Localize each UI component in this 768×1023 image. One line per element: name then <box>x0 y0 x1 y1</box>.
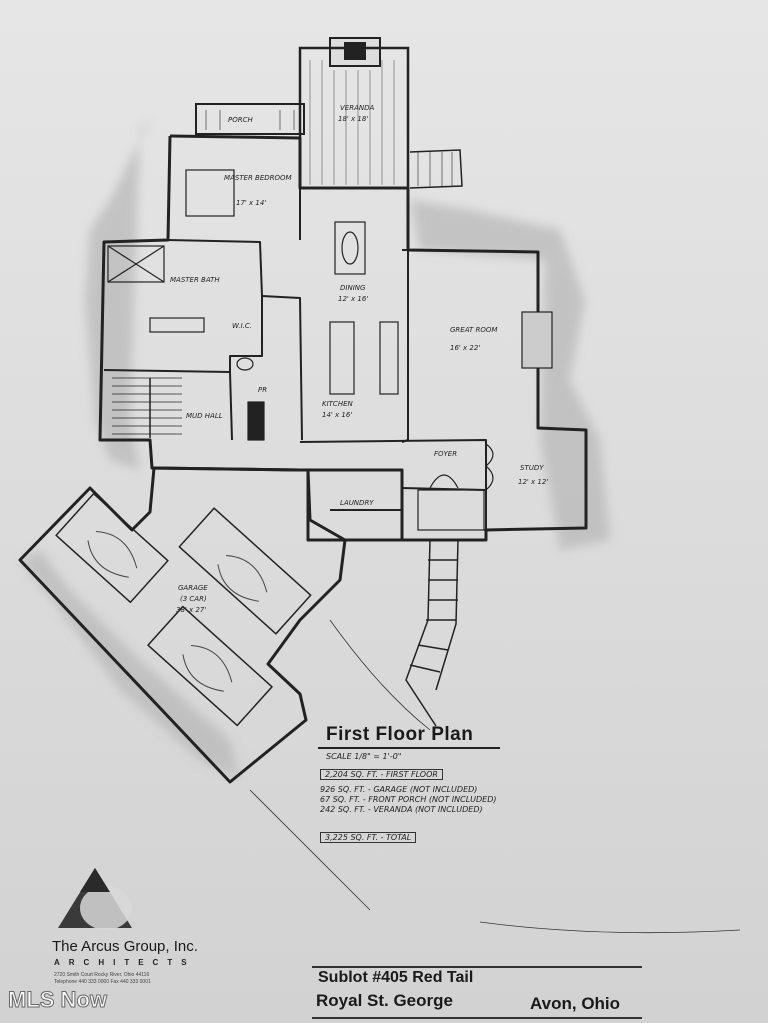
garage <box>18 466 347 784</box>
porch-label: PORCH <box>228 116 253 124</box>
veranda <box>298 46 463 190</box>
room-labels: VERANDA 18' x 18' PORCH MASTER BEDROOM 1… <box>170 104 548 614</box>
master-bedroom-label: MASTER BEDROOM <box>224 174 292 182</box>
veranda-label: VERANDA <box>340 104 374 112</box>
title-underline <box>318 747 500 749</box>
chimney <box>329 37 381 67</box>
study-label: STUDY <box>520 464 544 472</box>
architect-phone: Telephone 440 333 0000 Fax 440 333 0001 <box>54 979 151 985</box>
garage-cars: (3 CAR) <box>180 595 207 603</box>
architect-name: The Arcus Group, Inc. <box>52 938 198 955</box>
plan-scale: SCALE 1/8" = 1'-0" <box>326 752 402 761</box>
architect-subtitle: ARCHITECTS <box>54 958 196 967</box>
city-name: Avon, Ohio <box>530 994 621 1013</box>
house-walls <box>98 134 588 542</box>
street-name: Royal St. George <box>316 991 453 1010</box>
study-size: 12' x 12' <box>518 478 548 486</box>
total-area: 3,225 SQ. FT. - TOTAL <box>320 832 417 843</box>
mls-watermark: MLS Now <box>8 987 108 1013</box>
great-room-size: 16' x 22' <box>450 344 480 352</box>
veranda-area: 242 SQ. FT. - VERANDA (NOT INCLUDED) <box>320 805 483 814</box>
architect-address: 2720 Smith Court Rocky River, Ohio 44116 <box>54 972 150 978</box>
first-floor-area: 2,204 SQ. FT. - FIRST FLOOR <box>320 769 443 780</box>
landscape-shading <box>20 120 610 780</box>
garage-label: GARAGE <box>178 584 208 592</box>
pr-label: PR <box>258 386 267 394</box>
arcus-logo <box>58 868 132 930</box>
dining-size: 12' x 16' <box>338 295 368 303</box>
kitchen-label: KITCHEN <box>322 400 354 408</box>
porch-area: 67 SQ. FT. - FRONT PORCH (NOT INCLUDED) <box>320 795 497 804</box>
sublot-title: Sublot #405 Red Tail <box>318 969 474 986</box>
title-block-rule-top <box>312 966 642 968</box>
wic-label: W.I.C. <box>232 322 252 330</box>
veranda-size: 18' x 18' <box>338 115 368 123</box>
kitchen-size: 14' x 16' <box>322 411 352 419</box>
site-lines <box>249 619 741 934</box>
title-block-rule-bottom <box>312 1017 642 1019</box>
master-bath-label: MASTER BATH <box>170 276 220 284</box>
garage-area: 926 SQ. FT. - GARAGE (NOT INCLUDED) <box>320 785 478 794</box>
mud-hall-label: MUD HALL <box>186 412 223 420</box>
plan-title: First Floor Plan <box>326 724 474 745</box>
back-porch <box>195 103 305 135</box>
fixtures <box>107 169 553 531</box>
great-room-label: GREAT ROOM <box>450 326 497 334</box>
laundry-label: LAUNDRY <box>340 499 374 507</box>
stairs <box>112 377 182 438</box>
dining-label: DINING <box>340 284 366 292</box>
front-walk <box>405 539 459 727</box>
foyer-label: FOYER <box>434 450 457 458</box>
master-bedroom-size: 17' x 14' <box>236 199 266 207</box>
garage-size: 38' x 27' <box>176 606 206 614</box>
